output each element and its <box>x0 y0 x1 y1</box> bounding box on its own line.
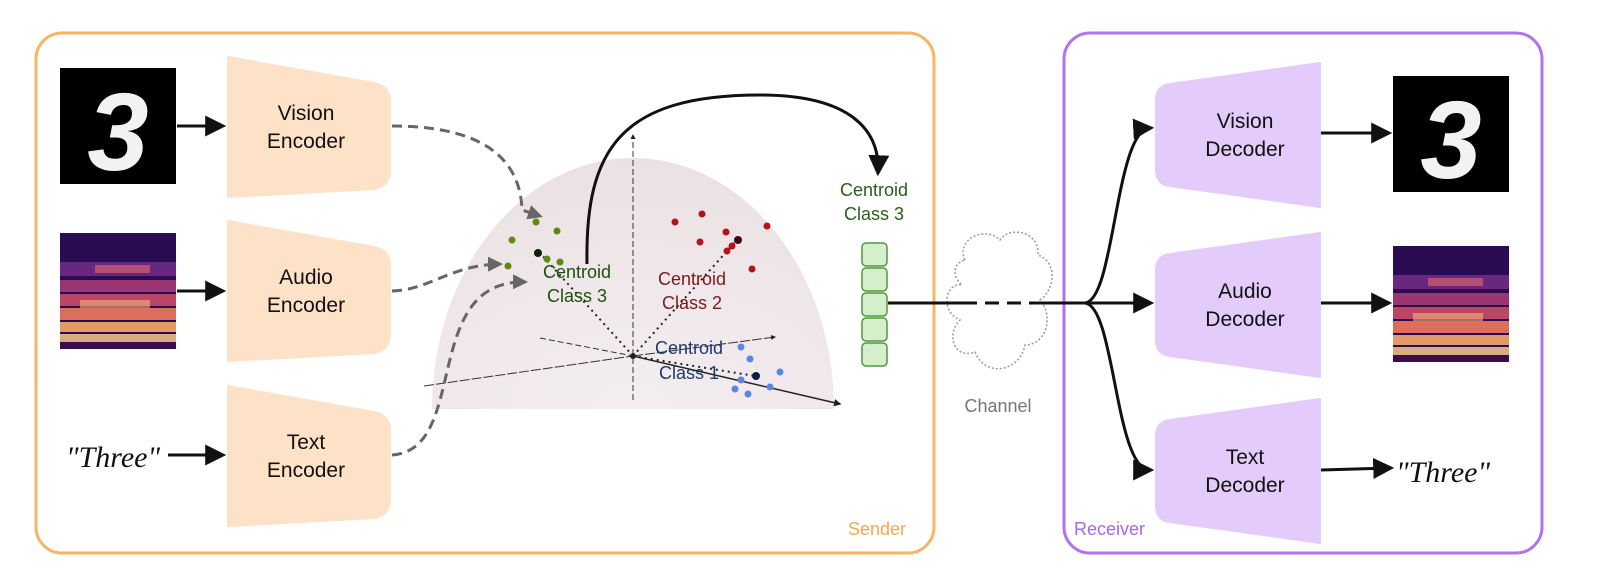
audio-decoder <box>1155 232 1321 378</box>
transmitted-label-line1: Centroid <box>840 180 908 200</box>
channel-label: Channel <box>964 396 1031 416</box>
input-digit: 3 <box>87 71 148 194</box>
input-text: "Three" <box>66 441 160 474</box>
arrow-text-decoder-to-text <box>1320 457 1395 479</box>
output-digit-image: 3 <box>1393 76 1509 202</box>
centroid-vector-class2 <box>632 239 738 357</box>
audio-encoder-line1: Audio <box>279 266 333 289</box>
text-decoder <box>1155 398 1321 544</box>
audio-encoder-line2: Encoder <box>267 294 345 317</box>
output-spectrogram-image <box>1393 246 1509 362</box>
vision-encoder-line2: Encoder <box>267 130 345 153</box>
input-spectrogram-image <box>60 233 176 349</box>
sender-panel <box>34 31 936 555</box>
dashed-arrow-vision-to-latent <box>391 124 543 220</box>
centroid-vector-class1 <box>632 355 756 377</box>
output-text: "Three" <box>1396 456 1490 489</box>
vision-encoder-line1: Vision <box>278 102 335 125</box>
vision-decoder <box>1155 62 1321 208</box>
centroid-vector-class3 <box>539 252 634 357</box>
centroid-class3-line1: Centroid <box>543 262 611 282</box>
receiver-panel <box>1062 31 1544 555</box>
arrow-to-text-decoder <box>1084 301 1155 481</box>
transmitted-label-line2: Class 3 <box>844 204 904 224</box>
channel-cloud <box>946 231 1053 370</box>
dashed-arrow-text-to-latent <box>391 274 528 457</box>
centroid-class2-line1: Centroid <box>658 269 726 289</box>
centroid-class1-line1: Centroid <box>655 338 723 358</box>
vision-decoder-line2: Decoder <box>1205 138 1284 161</box>
centroid-class1-line2: Class 1 <box>659 363 719 383</box>
arrow-to-vision-decoder <box>1084 118 1155 305</box>
class2-points <box>671 210 771 273</box>
vision-encoder <box>227 56 391 198</box>
class1-points <box>731 343 784 398</box>
text-encoder-line2: Encoder <box>267 459 345 482</box>
input-digit-image: 3 <box>60 68 176 194</box>
receiver-label: Receiver <box>1074 519 1145 539</box>
vision-decoder-line1: Vision <box>1217 110 1274 133</box>
audio-encoder <box>227 220 391 362</box>
latent-axes <box>423 134 842 407</box>
dashed-arrow-audio-to-latent <box>391 256 503 293</box>
sender-label: Sender <box>848 519 906 539</box>
text-decoder-line1: Text <box>1226 446 1265 469</box>
arrow-centroid-to-vector <box>585 93 890 265</box>
text-encoder-line1: Text <box>287 431 326 454</box>
centroid-class3-line2: Class 3 <box>547 286 607 306</box>
centroid-class2-line2: Class 2 <box>662 293 722 313</box>
audio-decoder-line1: Audio <box>1218 280 1272 303</box>
class3-points <box>504 218 564 270</box>
text-decoder-line2: Decoder <box>1205 474 1284 497</box>
latent-space <box>432 158 834 409</box>
output-digit: 3 <box>1420 79 1481 202</box>
text-encoder <box>227 385 391 527</box>
transmitted-vector <box>861 242 888 367</box>
audio-decoder-line2: Decoder <box>1205 308 1284 331</box>
